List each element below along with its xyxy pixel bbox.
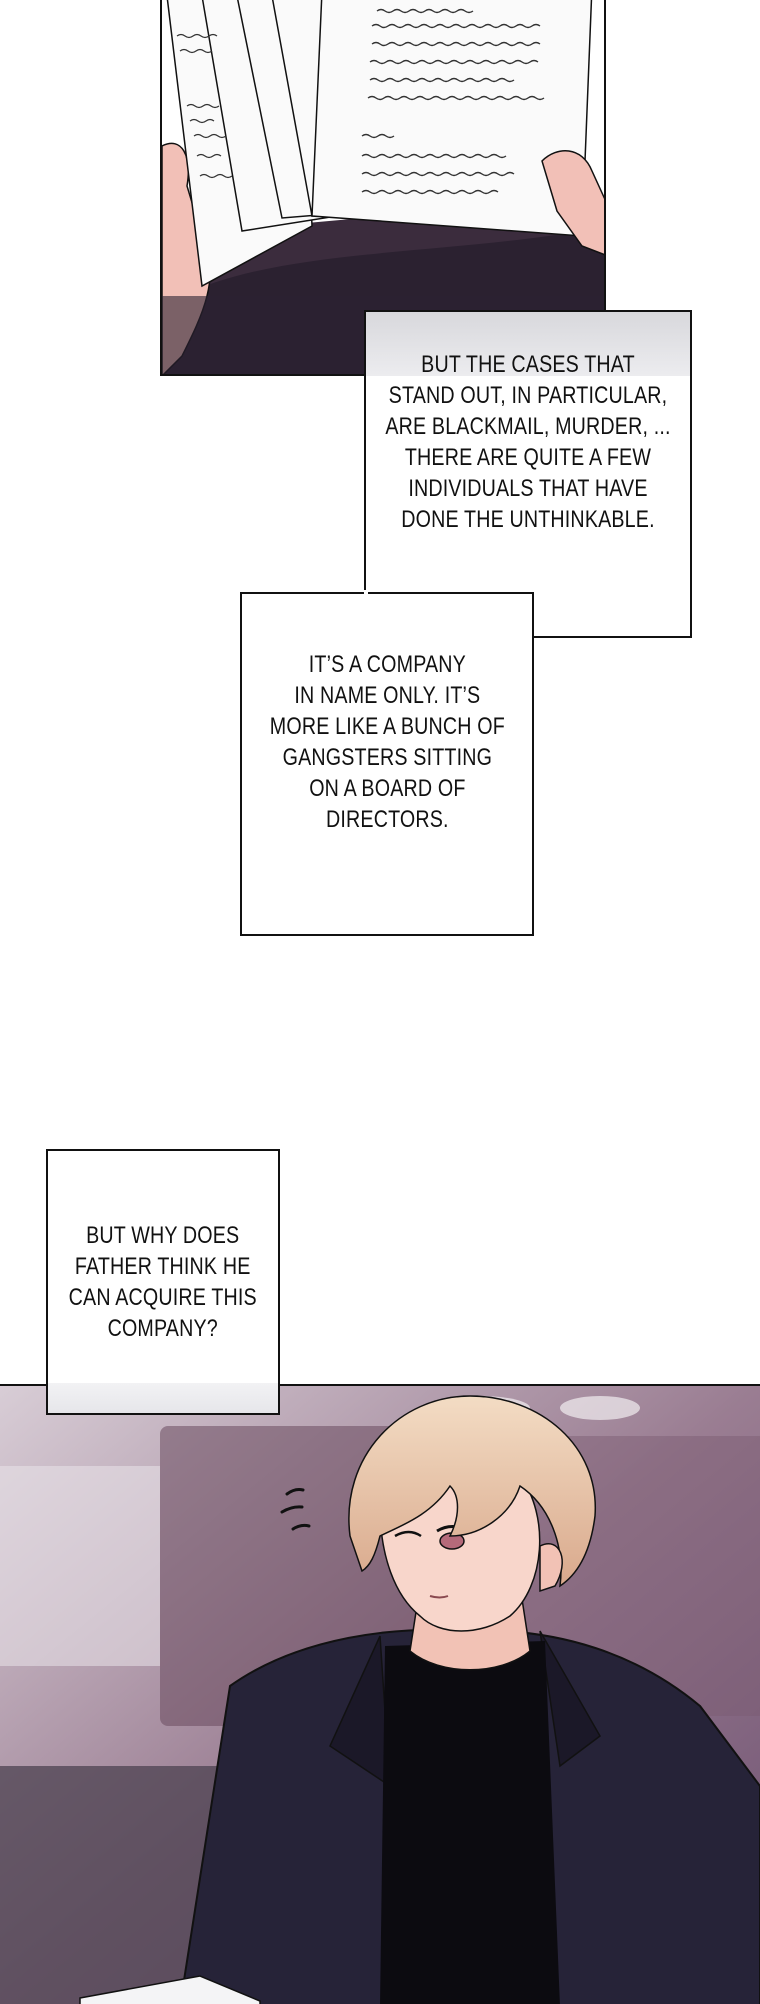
- caption-line: DIRECTORS.: [325, 806, 449, 833]
- border-join: [364, 590, 368, 596]
- caption-line: BUT WHY DOES: [86, 1222, 240, 1249]
- caption-text-cases: BUT THE CASES THAT STAND OUT, IN PARTICU…: [385, 349, 670, 535]
- caption-box-father: BUT WHY DOES FATHER THINK HE CAN ACQUIRE…: [46, 1149, 280, 1415]
- caption-line: STAND OUT, IN PARTICULAR,: [388, 382, 668, 409]
- caption-line: COMPANY?: [107, 1315, 219, 1342]
- character-panel: [0, 1384, 760, 2004]
- caption-line: ARE BLACKMAIL, MURDER, ...: [385, 413, 671, 440]
- caption-line: ON A BOARD OF: [308, 775, 466, 802]
- caption-line: THERE ARE QUITE A FEW: [404, 444, 652, 471]
- caption-line: MORE LIKE A BUNCH OF: [269, 713, 505, 740]
- caption-shadow: [366, 312, 690, 376]
- caption-box-company: IT’S A COMPANY IN NAME ONLY. IT’S MORE L…: [240, 592, 534, 936]
- caption-line: IN NAME ONLY. IT’S: [294, 682, 480, 709]
- caption-line: DONE THE UNTHINKABLE.: [401, 506, 655, 533]
- caption-line: IT’S A COMPANY: [308, 651, 466, 678]
- caption-line: INDIVIDUALS THAT HAVE: [408, 475, 648, 502]
- caption-line: GANGSTERS SITTING: [282, 744, 492, 771]
- caption-shadow: [48, 1383, 278, 1413]
- character-illustration: [0, 1386, 760, 2004]
- caption-text-company: IT’S A COMPANY IN NAME ONLY. IT’S MORE L…: [269, 649, 504, 835]
- caption-line: CAN ACQUIRE THIS: [68, 1284, 258, 1311]
- caption-line: FATHER THINK HE: [75, 1253, 251, 1280]
- caption-box-cases: BUT THE CASES THAT STAND OUT, IN PARTICU…: [364, 310, 692, 638]
- caption-text-father: BUT WHY DOES FATHER THINK HE CAN ACQUIRE…: [69, 1220, 257, 1344]
- caption-line: BUT THE CASES THAT: [421, 351, 635, 378]
